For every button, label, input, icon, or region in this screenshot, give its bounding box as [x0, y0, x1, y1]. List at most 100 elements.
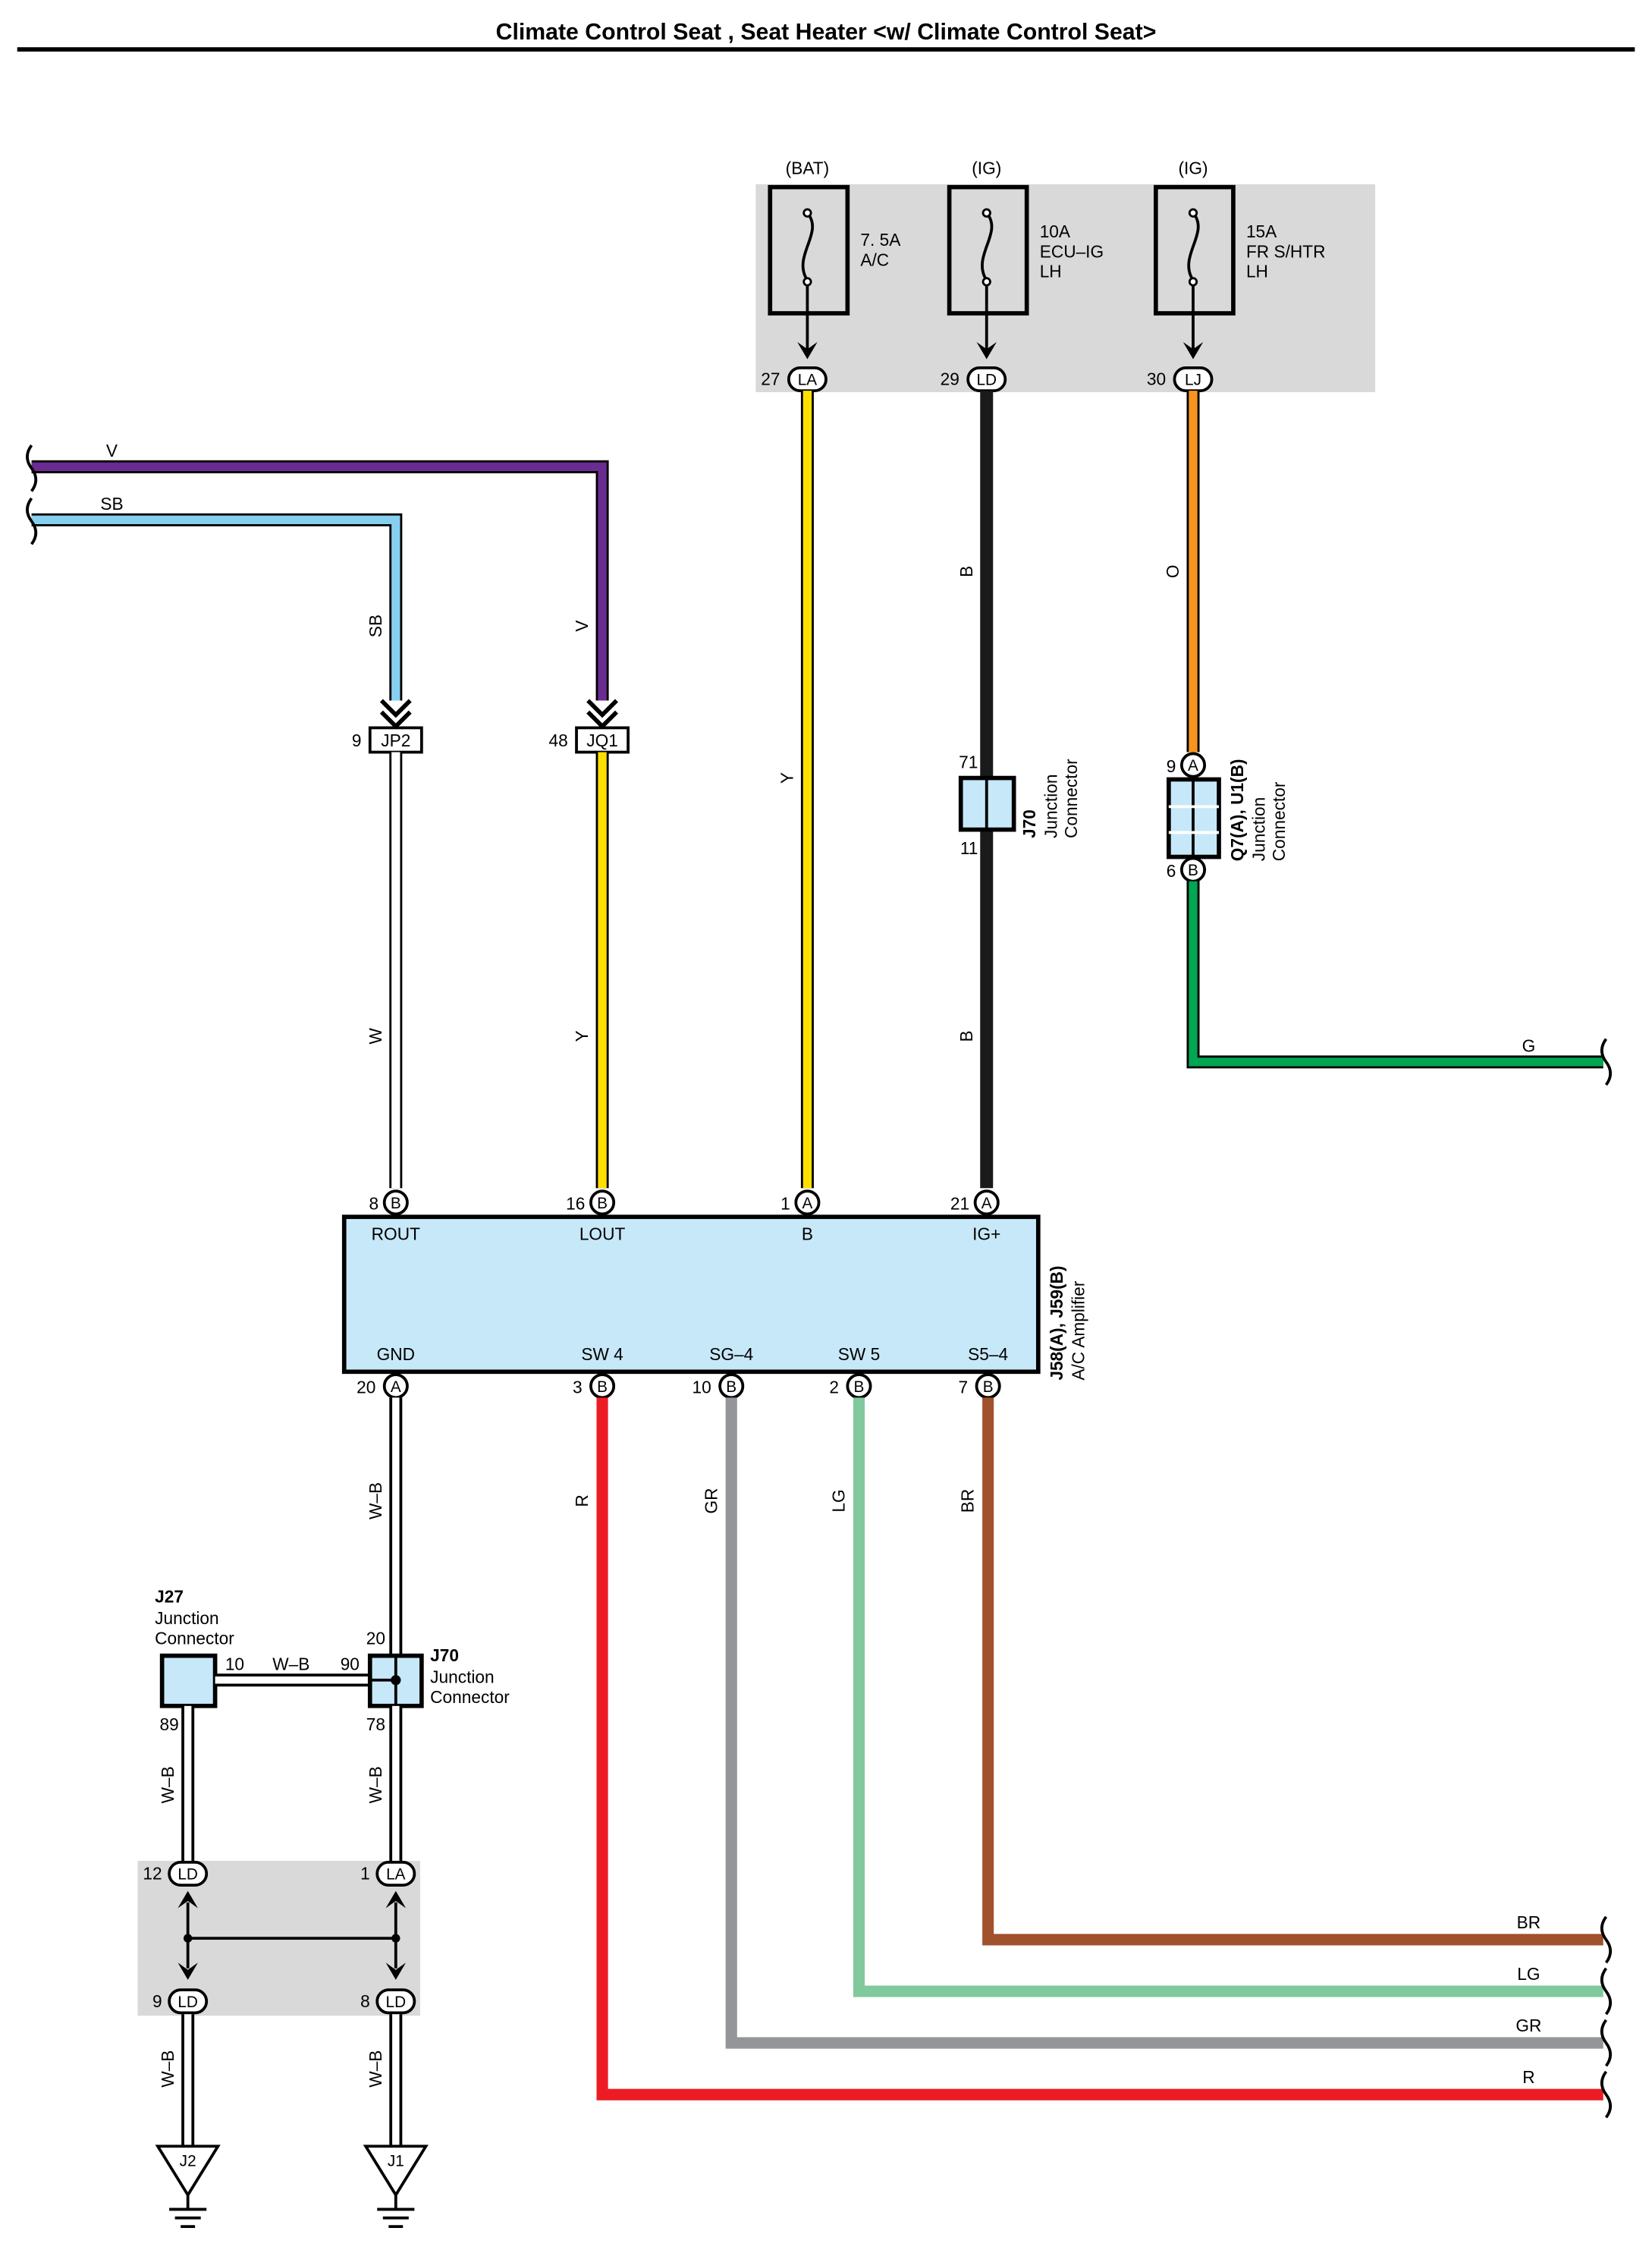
- connector-code: LD: [177, 1994, 198, 2011]
- pin-letter: B: [854, 1378, 865, 1396]
- pin-number: 29: [941, 369, 959, 389]
- amp-pin-b: A 1 B: [780, 1189, 821, 1243]
- wire-break-icon: [26, 444, 38, 492]
- connector-desc: Connector: [1061, 759, 1081, 838]
- connector-desc: Junction: [155, 1608, 218, 1628]
- wire-label: BR: [958, 1489, 978, 1513]
- connector-desc: Junction: [1041, 775, 1060, 838]
- wire-lg: LG LG: [829, 1397, 1613, 2016]
- wire-r: R R: [572, 1397, 1613, 2119]
- fuse-rating: 10A: [1040, 222, 1071, 241]
- fuse-icon: [981, 212, 994, 281]
- fuse-name-line2: LH: [1040, 262, 1062, 281]
- fuse-source-label: (IG): [1178, 159, 1208, 178]
- pin-label: GND: [377, 1344, 415, 1364]
- arrow-up-icon: [385, 1890, 407, 1909]
- connector-label: JP2: [381, 731, 410, 750]
- ground-j1-icon: J1: [363, 2145, 429, 2228]
- connector-code: LD: [976, 372, 997, 389]
- pin-number: 6: [1167, 861, 1176, 881]
- connector-label: JQ1: [586, 731, 618, 750]
- pin-letter: B: [1188, 862, 1198, 879]
- connector-desc: Connector: [155, 1629, 234, 1648]
- arrow-down-icon: [385, 1962, 407, 1980]
- pin-number: 78: [366, 1714, 385, 1734]
- wire-wb-j70-down: W–B: [366, 1705, 403, 1862]
- wire-label: R: [1522, 2067, 1534, 2087]
- fuse-15a-fr-shtr: (IG) 15A FR S/HTR LH LJ 30: [1147, 159, 1326, 392]
- ground-label: J2: [180, 2153, 196, 2170]
- pin-label: ROUT: [372, 1224, 420, 1243]
- fuse-block-bg: [755, 184, 1376, 392]
- arrow-down-icon: [976, 341, 997, 360]
- wire-break-icon: [1600, 1967, 1613, 2016]
- connector-q7-u1: A 9 B 6 Q7(A), U1(B) Junction Connector: [1167, 752, 1289, 883]
- amp-pin-sg4: SG–4 B 10: [693, 1344, 753, 1400]
- wire-gr: GR GR: [701, 1397, 1613, 2067]
- wire-break-icon: [26, 497, 38, 545]
- wire-label: LG: [829, 1489, 849, 1512]
- ac-amplifier: J58(A), J59(B) A/C Amplifier: [341, 1214, 1088, 1381]
- double-arrow-icon: [586, 699, 618, 730]
- fuse-icon: [1187, 212, 1200, 281]
- fuse-source-label: (IG): [972, 159, 1001, 178]
- wire-label: W–B: [366, 1766, 385, 1803]
- amplifier-body: [341, 1214, 1041, 1375]
- wire-label: Y: [572, 1030, 592, 1042]
- wire-label: LG: [1517, 1964, 1540, 1984]
- connector-jq1: JQ1 48: [548, 726, 630, 754]
- pin-letter: B: [391, 1195, 401, 1212]
- fuse-source-label: (BAT): [786, 159, 830, 178]
- pin-label: B: [802, 1224, 813, 1243]
- pin-number: 27: [761, 369, 780, 389]
- wire-label: G: [1522, 1036, 1536, 1056]
- connector-id: J70: [1019, 809, 1039, 838]
- amp-pin-sw5: SW 5 B 2: [829, 1344, 880, 1400]
- wire-wb-ground-j1: W–B: [366, 2014, 403, 2150]
- wire-label: W–B: [158, 2050, 177, 2088]
- wire-label: W–B: [158, 1766, 177, 1803]
- wire-w: W: [366, 752, 403, 1189]
- pin-number: 12: [143, 1864, 162, 1884]
- wire-label: BR: [1517, 1912, 1541, 1932]
- connector-id: J27: [155, 1587, 184, 1607]
- amp-pin-sw4: SW 4 B 3: [573, 1344, 623, 1400]
- wire-break-icon: [1600, 2070, 1613, 2119]
- fuse-name: FR S/HTR: [1246, 241, 1326, 261]
- pin-number: 2: [829, 1378, 839, 1397]
- pin-number: 9: [352, 731, 362, 750]
- pin-letter: B: [597, 1378, 608, 1396]
- amplifier-desc: A/C Amplifier: [1068, 1280, 1088, 1380]
- pin-letter: A: [391, 1378, 401, 1396]
- connector-j70-bottom: 20 90 78 J70 Junction Connector: [341, 1629, 510, 1734]
- connector-code: LJ: [1185, 372, 1201, 389]
- pin-number: 20: [366, 1629, 385, 1648]
- fuse-name-line2: LH: [1246, 262, 1268, 281]
- amp-pin-rout: B 8 ROUT: [369, 1189, 420, 1243]
- wire-label: GR: [701, 1488, 721, 1513]
- pin-number: 11: [960, 838, 978, 858]
- connector-code: LD: [177, 1866, 198, 1884]
- wire-sb: SB SB: [31, 494, 403, 701]
- pin-number: 1: [780, 1194, 790, 1214]
- wire-label: W: [366, 1028, 385, 1045]
- connector-code: LA: [798, 372, 818, 389]
- wire-label: W–B: [366, 2050, 385, 2088]
- pin-letter: B: [726, 1378, 736, 1396]
- pin-letter: B: [597, 1195, 608, 1212]
- ground-label: J1: [388, 2153, 404, 2170]
- wire-label: SB: [100, 494, 123, 514]
- arrow-down-icon: [797, 341, 818, 360]
- connector-id: Q7(A), U1(B): [1227, 759, 1247, 861]
- wire-break-icon: [1600, 2019, 1613, 2067]
- amp-pin-lout: B 16 LOUT: [566, 1189, 625, 1243]
- wire-wb-j27-down: W–B: [158, 1705, 195, 1862]
- pin-number: 9: [1167, 756, 1176, 776]
- wire-label: GR: [1515, 2016, 1541, 2035]
- ground-splice-block: LD 12 LA 1 LD 9 LD 8: [137, 1861, 420, 2016]
- connector-desc: Connector: [430, 1687, 510, 1707]
- pin-number: 71: [959, 752, 978, 771]
- pin-number: 3: [573, 1378, 583, 1397]
